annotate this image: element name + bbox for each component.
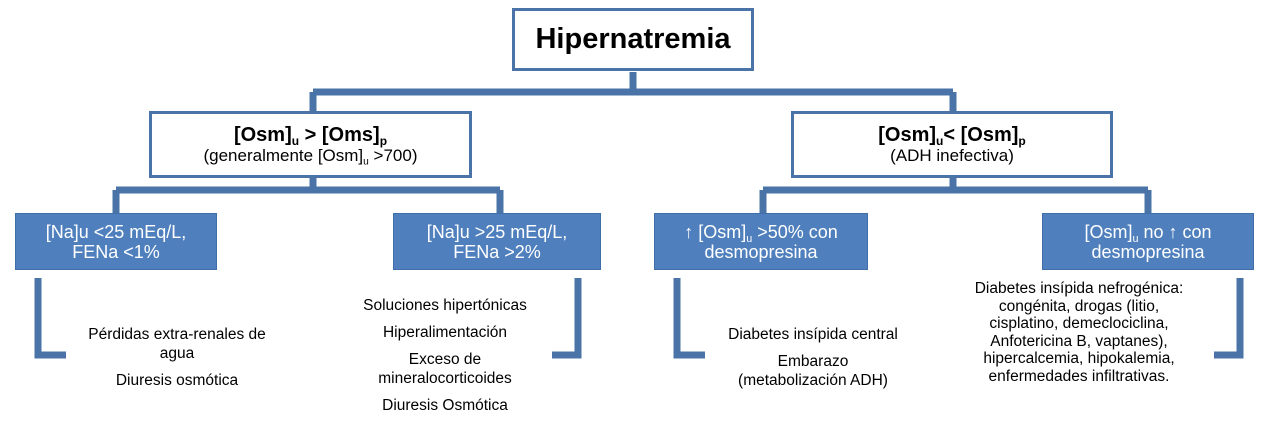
condition-box-right: [Osm]u< [Osm]p (ADH inefectiva) xyxy=(791,111,1113,178)
cause-item: Pérdidas extra-renales de agua xyxy=(88,326,266,362)
cause-item: Soluciones hipertónicas xyxy=(363,297,527,314)
condition-right-note: (ADH inefectiva) xyxy=(890,145,1014,165)
cause-list-osm-noup: Diabetes insípida nefrogénica: congénita… xyxy=(960,280,1198,385)
cause-item: Diuresis osmótica xyxy=(115,372,239,389)
leaf-box-osm-noup: [Osm]u no ↑ con desmopresina xyxy=(1042,213,1254,270)
cause-item: Diuresis Osmótica xyxy=(382,397,508,414)
condition-left-main: [Osm]u > [Oms]p xyxy=(233,123,388,148)
cause-item: Exceso de mineralocorticoides xyxy=(378,351,512,387)
cause-item: Embarazo (metabolización ADH) xyxy=(738,353,888,389)
root-box: Hipernatremia xyxy=(512,8,754,71)
leaf-box-na-low: [Na]u <25 mEq/L, FENa <1% xyxy=(15,213,217,270)
cause-list-osm-up: Diabetes insípida central Embarazo (meta… xyxy=(698,325,928,390)
root-title: Hipernatremia xyxy=(535,23,731,55)
cause-list-na-high: Soluciones hipertónicas Hiperalimentació… xyxy=(325,296,565,415)
cause-item: Diabetes insípida central xyxy=(728,326,898,343)
bracket-na-high xyxy=(552,278,582,359)
condition-left-note: (generalmente [Osm]u >700) xyxy=(203,145,418,168)
bracket-osm-noup xyxy=(1214,278,1244,359)
leaf-box-na-high: [Na]u >25 mEq/L, FENa >2% xyxy=(393,213,601,270)
leaf-box-osm-up: ↑ [Osm]u >50% con desmopresina xyxy=(654,213,868,270)
cause-list-na-low: Pérdidas extra-renales de agua Diuresis … xyxy=(72,325,282,390)
bracket-osm-up xyxy=(673,278,705,359)
condition-box-left: [Osm]u > [Oms]p (generalmente [Osm]u >70… xyxy=(149,111,472,178)
bracket-na-low xyxy=(34,278,66,359)
cause-item: Diabetes insípida nefrogénica: congénita… xyxy=(974,280,1184,385)
cause-item: Hiperalimentación xyxy=(382,324,508,341)
condition-right-main: [Osm]u< [Osm]p xyxy=(878,123,1026,148)
